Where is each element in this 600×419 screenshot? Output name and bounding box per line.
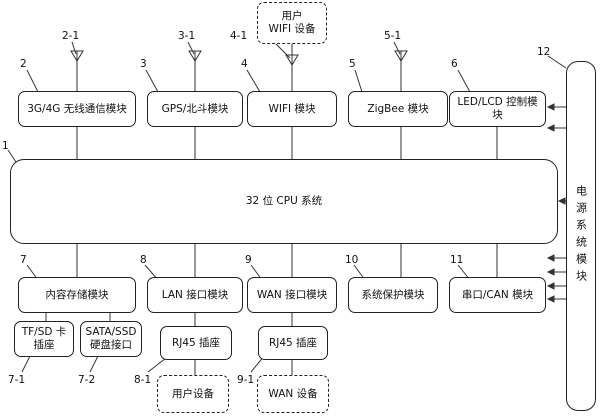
tf-sd-socket: TF/SD 卡 插座 (14, 321, 74, 357)
power-module: 电源系统模块 (566, 61, 596, 411)
sata-ssd-interface: SATA/SSD 硬盘接口 (80, 321, 142, 357)
label-12: 12 (537, 46, 551, 58)
label-6: 6 (451, 58, 458, 70)
module-lan: LAN 接口模块 (147, 277, 243, 313)
label-7: 7 (20, 254, 27, 266)
wifi-user-device: 用户 WIFI 设备 (257, 2, 327, 44)
antenna-4-1 (285, 54, 299, 91)
label-3: 3 (140, 58, 147, 70)
label-8-1: 8-1 (134, 374, 152, 386)
module-3g4g: 3G/4G 无线通信模块 (18, 91, 136, 127)
label-2: 2 (20, 58, 27, 70)
lan-rj45-socket: RJ45 插座 (160, 326, 232, 360)
label-5-1: 5-1 (384, 30, 402, 42)
label-2-1: 2-1 (62, 30, 80, 42)
module-serial-can: 串口/CAN 模块 (449, 277, 546, 313)
label-4-1: 4-1 (230, 30, 248, 42)
label-1: 1 (2, 140, 9, 152)
module-wan: WAN 接口模块 (247, 277, 337, 313)
wan-rj45-socket: RJ45 插座 (258, 326, 328, 360)
label-5: 5 (349, 58, 356, 70)
module-storage: 内容存储模块 (18, 277, 136, 313)
antenna-3-1 (188, 50, 202, 91)
label-9: 9 (245, 254, 252, 266)
module-zigbee: ZigBee 模块 (348, 91, 448, 127)
module-led-lcd: LED/LCD 控制模块 (449, 91, 546, 127)
label-3-1: 3-1 (178, 30, 196, 42)
label-8: 8 (140, 254, 147, 266)
module-wifi: WIFI 模块 (247, 91, 337, 127)
module-gps-beidou: GPS/北斗模块 (147, 91, 243, 127)
label-4: 4 (241, 58, 248, 70)
wan-device: WAN 设备 (257, 375, 329, 413)
antenna-2-1 (70, 50, 84, 91)
lan-user-device: 用户设备 (157, 375, 229, 413)
cpu-system: 32 位 CPU 系统 (10, 159, 558, 244)
label-11: 11 (450, 254, 464, 266)
module-protection: 系统保护模块 (348, 277, 438, 313)
label-7-1: 7-1 (8, 374, 26, 386)
antenna-5-1 (394, 50, 408, 91)
label-7-2: 7-2 (78, 374, 96, 386)
label-10: 10 (345, 254, 359, 266)
label-9-1: 9-1 (237, 374, 255, 386)
power-arrows (546, 103, 566, 303)
